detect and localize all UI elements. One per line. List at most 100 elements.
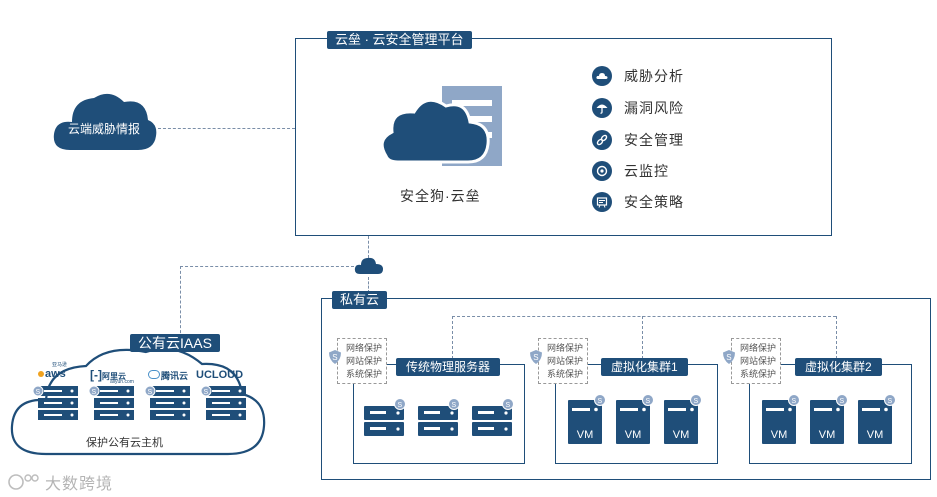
protect-website: 网站保护 <box>547 356 584 366</box>
connector-intel-platform <box>158 128 295 129</box>
aws-small-text: 亚马逊 <box>52 362 68 368</box>
vm-label: VM <box>771 429 788 441</box>
vm-icon: S VM <box>664 394 702 444</box>
connector-group1-up <box>452 316 453 364</box>
public-server-group: S S S S <box>30 384 250 424</box>
private-cloud-title: 私有云 <box>332 291 388 309</box>
watermark-text: 大数跨境 <box>45 476 114 493</box>
aws-logo-text: aws <box>45 368 66 380</box>
aliyun-logo-text: 阿里云 <box>102 372 126 381</box>
protection-list-2: S 网络保护 网站保护 系统保护 <box>530 338 588 384</box>
svg-text:S: S <box>598 398 603 405</box>
connector-to-public-down <box>180 266 181 338</box>
vm-icon: S VM <box>762 394 800 444</box>
protect-system: 系统保护 <box>346 369 383 379</box>
svg-text:S: S <box>92 389 97 396</box>
group-cluster1-title: 虚拟化集群1 <box>601 358 688 376</box>
feature-label: 安全策略 <box>624 194 684 210</box>
server-stack-icons: S S S S <box>32 385 246 420</box>
target-icon <box>592 161 612 181</box>
ucloud-logo-text: UCLOUD <box>196 369 244 381</box>
connector-platform-down <box>368 236 369 258</box>
svg-text:S: S <box>694 398 699 405</box>
shield-icon: S <box>530 350 542 364</box>
shield-icon: S <box>329 350 341 364</box>
aliyun-small-text: aliyun.com <box>110 379 134 385</box>
svg-text:S: S <box>332 353 337 362</box>
protect-network: 网络保护 <box>346 343 383 353</box>
public-cloud-caption: 保护公有云主机 <box>86 437 163 449</box>
feature-label: 云监控 <box>624 163 669 179</box>
protect-network: 网络保护 <box>740 343 777 353</box>
vm-label: VM <box>577 429 594 441</box>
connector-to-public <box>180 266 354 267</box>
svg-text:S: S <box>840 398 845 405</box>
protect-website: 网站保护 <box>346 356 383 366</box>
feature-label: 漏洞风险 <box>624 100 684 116</box>
tencent-logo-text: 腾讯云 <box>161 371 189 381</box>
protection-list-3: S 网络保护 网站保护 系统保护 <box>723 338 781 384</box>
physical-server-icons: S S S <box>364 398 514 436</box>
svg-text:S: S <box>452 402 457 409</box>
threat-intel-cloud: 云端威胁情报 <box>50 86 158 158</box>
svg-text:S: S <box>888 398 893 405</box>
svg-text:S: S <box>533 353 538 362</box>
svg-text:S: S <box>36 389 41 396</box>
tencent-cloud-logo: 腾讯云 <box>148 369 188 382</box>
policy-icon <box>592 192 612 212</box>
vm-row-cluster-2: S VM S VM S VM <box>760 394 910 446</box>
vm-row-cluster-1: S VM S VM S VM <box>566 394 716 446</box>
vm-icon: S VM <box>616 394 654 444</box>
shield-icon: S <box>723 350 735 364</box>
vm-label: VM <box>819 429 836 441</box>
svg-text:S: S <box>398 402 403 409</box>
svg-text:S: S <box>506 402 511 409</box>
platform-panel <box>295 38 832 236</box>
public-cloud-title: 公有云IAAS <box>130 334 220 352</box>
feature-label: 威胁分析 <box>624 68 684 84</box>
cloud-icon <box>592 66 612 86</box>
svg-text:S: S <box>646 398 651 405</box>
group-cluster2-title: 虚拟化集群2 <box>795 358 882 376</box>
vm-icon: S VM <box>568 394 606 444</box>
connector-group3-up <box>836 316 837 364</box>
watermark-logo-icon <box>8 474 39 490</box>
vm-icon: S VM <box>858 394 896 444</box>
svg-text:S: S <box>148 389 153 396</box>
protect-website: 网站保护 <box>740 356 777 366</box>
cloud-server-icon <box>380 86 502 166</box>
group-physical-title: 传统物理服务器 <box>396 358 501 376</box>
aliyun-logo: [-]阿里云 aliyun.com <box>90 368 134 385</box>
connector-group2-up <box>642 316 643 364</box>
feature-security-policy: 安全策略 <box>592 190 684 214</box>
feature-threat-analysis: 威胁分析 <box>592 64 684 88</box>
watermark: 大数跨境 <box>8 470 113 494</box>
product-label: 安全狗·云垒 <box>400 188 481 204</box>
protect-system: 系统保护 <box>740 369 777 379</box>
feature-vuln-risk: 漏洞风险 <box>592 96 684 120</box>
protection-list-1: S 网络保护 网站保护 系统保护 <box>329 338 387 384</box>
svg-text:S: S <box>726 353 731 362</box>
umbrella-icon <box>592 98 612 118</box>
small-cloud-icon <box>354 256 384 281</box>
vm-icon: S VM <box>810 394 848 444</box>
vm-label: VM <box>625 429 642 441</box>
vm-label: VM <box>673 429 690 441</box>
aws-logo: aws 亚马逊 <box>38 362 67 380</box>
protect-system: 系统保护 <box>547 369 584 379</box>
feature-security-mgmt: 安全管理 <box>592 128 684 152</box>
platform-title: 云垒 · 云安全管理平台 <box>327 31 472 49</box>
connector-groups-top <box>452 316 836 317</box>
svg-text:S: S <box>204 389 209 396</box>
connector-to-private-down <box>368 277 369 293</box>
feature-cloud-monitor: 云监控 <box>592 159 669 183</box>
ucloud-logo: UCLOUD <box>196 369 243 381</box>
svg-text:S: S <box>792 398 797 405</box>
vm-label: VM <box>867 429 884 441</box>
cloud-shape <box>53 93 157 150</box>
feature-label: 安全管理 <box>624 132 684 148</box>
protect-network: 网络保护 <box>547 343 584 353</box>
link-icon <box>592 130 612 150</box>
product-logo <box>380 82 510 182</box>
threat-intel-label: 云端威胁情报 <box>67 122 140 136</box>
